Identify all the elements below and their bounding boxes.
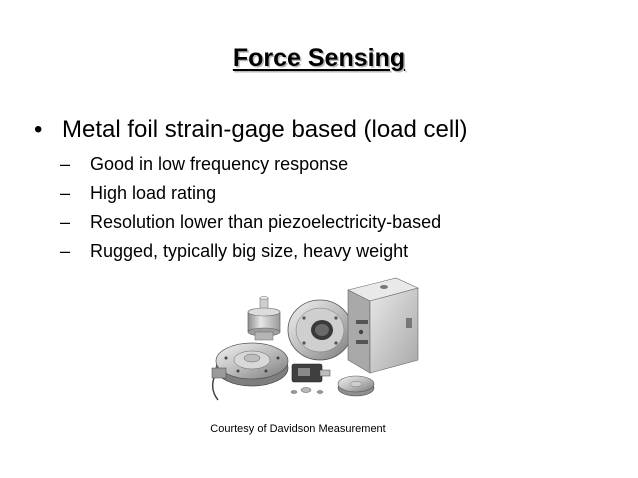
main-bullet-text: Metal foil strain-gage based (load cell) bbox=[62, 116, 468, 143]
sub-bullet-list: –Good in low frequency response –High lo… bbox=[60, 150, 441, 266]
sub-bullet-text: High load rating bbox=[90, 183, 217, 203]
dash-marker: – bbox=[60, 241, 71, 261]
button-load-cell bbox=[290, 363, 331, 394]
bullet-marker: • bbox=[34, 116, 43, 143]
sub-bullet-item: –Good in low frequency response bbox=[60, 150, 441, 179]
pancake-load-cell bbox=[211, 342, 289, 401]
image-caption: Courtesy of Davidson Measurement bbox=[0, 423, 638, 435]
disc-load-cell bbox=[337, 375, 375, 397]
dash-marker: – bbox=[60, 154, 71, 174]
dash-marker: – bbox=[60, 212, 71, 232]
main-bullet: • Metal foil strain-gage based (load cell… bbox=[34, 114, 468, 146]
sub-bullet-item: –Resolution lower than piezoelectricity-… bbox=[60, 208, 441, 237]
dash-marker: – bbox=[60, 183, 71, 203]
block-load-cell bbox=[347, 277, 419, 374]
sub-bullet-text: Good in low frequency response bbox=[90, 154, 349, 174]
sub-bullet-text: Resolution lower than piezoelectricity-b… bbox=[90, 212, 442, 232]
slide-title: Force Sensing bbox=[232, 44, 406, 72]
sub-bullet-item: –High load rating bbox=[60, 179, 441, 208]
load-cells-photo bbox=[211, 277, 419, 401]
caption-text: Courtesy of Davidson Measurement bbox=[210, 423, 386, 435]
cylinder-load-cell bbox=[247, 296, 281, 341]
sub-bullet-text: Rugged, typically big size, heavy weight bbox=[90, 241, 409, 261]
ring-load-cell bbox=[287, 299, 353, 361]
sub-bullet-item: –Rugged, typically big size, heavy weigh… bbox=[60, 237, 441, 266]
